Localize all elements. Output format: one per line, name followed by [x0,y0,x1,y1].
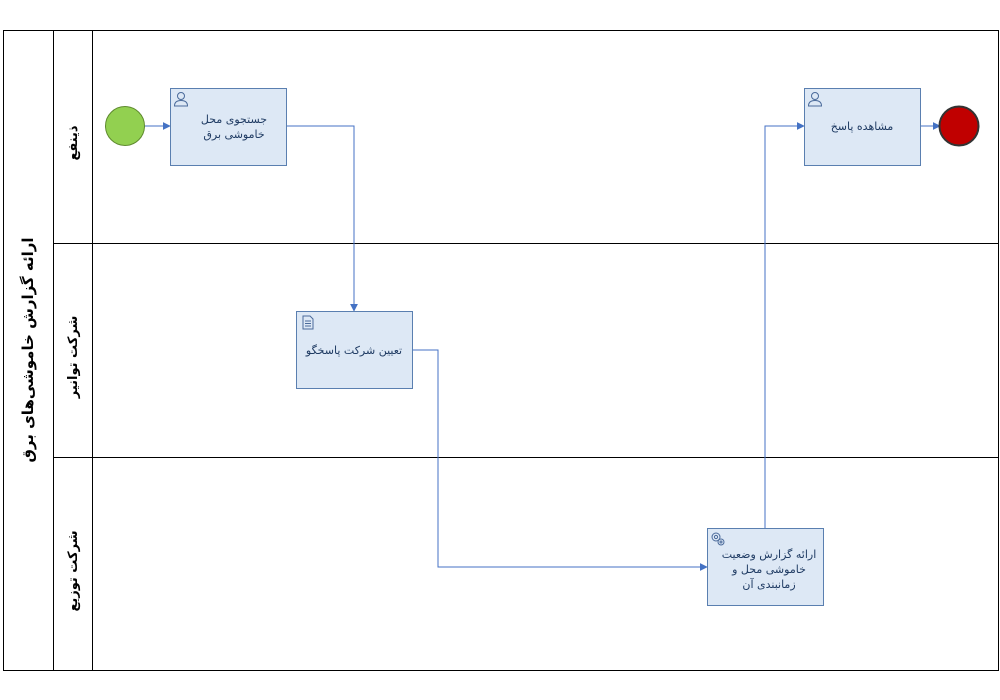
lane-label-distribution: شرکت توزیع [65,530,81,612]
task-report-label: ارائه گزارش وضعیت خاموشی محل و زمانبندی … [721,547,817,591]
script-icon [302,315,314,330]
pool-border [3,30,999,671]
start-event[interactable] [105,106,145,146]
flow-search-to-assign [286,125,358,312]
task-view-box[interactable] [804,88,921,166]
flow-assign-to-report [413,349,708,571]
end-event[interactable] [938,105,980,147]
task-search-label: جستجوی محل خاموشی برق [200,113,268,141]
task-assign-box[interactable] [296,311,413,389]
gear-icon [711,532,725,546]
lane-label-tavanir: شرکت توانیر [65,315,81,399]
task-assign-label: تعیین شرکت پاسخگو [305,343,403,357]
pool-title: ارائه گزارش خاموشی‌های برق [19,237,37,463]
lane-label-stakeholder: ذینفع [65,125,81,161]
task-search-box[interactable] [170,88,287,166]
user-icon [807,92,823,107]
flow-report-to-view [764,122,805,528]
task-view-label: مشاهده پاسخ [830,119,894,133]
task-report-box[interactable] [707,528,824,606]
user-icon [173,92,189,107]
